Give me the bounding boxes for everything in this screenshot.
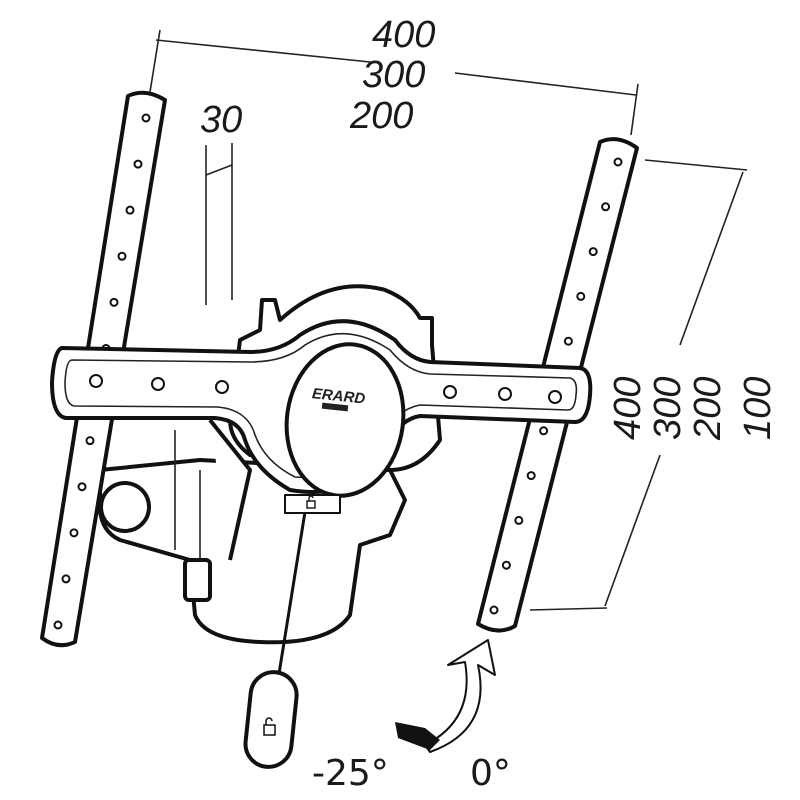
depth-dimension — [205, 143, 233, 305]
height-labels: 400 300 200 100 — [607, 377, 779, 441]
mounting-hole — [85, 436, 95, 446]
tilt-arrow-icon — [395, 639, 496, 753]
mounting-hole — [77, 482, 87, 492]
mounting-hole — [563, 336, 573, 346]
mounting-hole — [141, 113, 151, 123]
lock-plate: ERARD — [284, 342, 406, 514]
height-label-300: 300 — [647, 377, 689, 440]
mounting-hole — [501, 560, 511, 570]
width-dimension — [149, 29, 639, 136]
mounting-hole — [601, 202, 611, 212]
brand-logo: ERARD — [311, 385, 366, 407]
depth-label: 30 — [200, 99, 242, 141]
unlock-icon — [306, 495, 316, 509]
release-cord[interactable] — [243, 511, 307, 769]
width-label-400: 400 — [372, 14, 435, 56]
handle-unlock-icon — [263, 717, 276, 736]
tilt-max-label: 0° — [470, 753, 511, 794]
mounting-hole — [588, 247, 598, 257]
mounting-hole — [117, 251, 127, 261]
height-label-100: 100 — [737, 377, 779, 440]
width-label-300: 300 — [362, 54, 425, 96]
mounting-hole — [576, 291, 586, 301]
width-label-200: 200 — [349, 95, 413, 137]
mounting-hole — [489, 605, 499, 615]
mounting-hole — [125, 205, 135, 215]
mounting-hole — [69, 528, 79, 538]
tilt-min-label: -25° — [312, 753, 389, 794]
mounting-hole — [514, 515, 524, 525]
height-dimension — [529, 159, 748, 611]
mounting-hole — [613, 157, 623, 167]
mounting-hole — [539, 426, 549, 436]
mounting-hole — [53, 620, 63, 630]
mounting-hole — [133, 159, 143, 169]
height-label-400: 400 — [607, 377, 649, 440]
mounting-hole — [109, 297, 119, 307]
mounting-hole — [526, 471, 536, 481]
height-label-200: 200 — [687, 377, 729, 441]
mounting-hole — [61, 574, 71, 584]
